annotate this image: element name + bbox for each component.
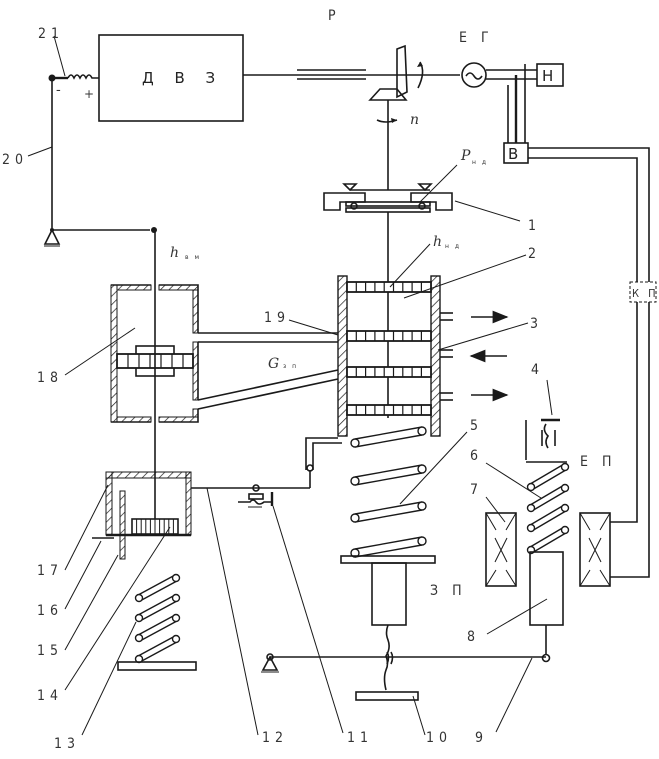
label-P: P (328, 8, 341, 24)
spring-base-13 (117, 661, 197, 671)
svg-text:Н: Н (542, 67, 553, 85)
svg-text:н д: н д (445, 243, 461, 250)
engine-label: Д В З (142, 69, 223, 87)
spring-13 (134, 573, 181, 664)
label-n: n (410, 112, 419, 128)
spring-21: - + (48, 74, 99, 101)
zp-label: З П (430, 583, 467, 599)
valve-sleeve-right (430, 275, 441, 437)
throttle-needle-11 (238, 484, 274, 508)
wire-outer (528, 147, 650, 578)
pivot-support-bottom (261, 653, 279, 673)
ports (440, 310, 509, 402)
callout-1: 1 (528, 218, 541, 234)
spool-land (346, 366, 432, 378)
spring-pusher (371, 562, 407, 626)
callout-18: 18 (37, 370, 63, 386)
label-P-nd: P (460, 148, 471, 164)
callout-lines (27, 35, 553, 736)
plus-sign: + (84, 87, 94, 101)
callout-21: 21 (38, 26, 64, 42)
svg-text:К П: К П (632, 287, 659, 300)
valve-sleeve-left (337, 275, 348, 437)
pivot-support-top (43, 228, 61, 247)
callout-12: 12 (262, 730, 288, 746)
callout-5: 5 (470, 418, 483, 434)
callout-6: 6 (470, 448, 483, 464)
control-lever-10 (355, 691, 419, 701)
wire-inner (528, 157, 638, 523)
callout-16: 16 (37, 603, 63, 619)
joint (151, 227, 157, 233)
callout-8: 8 (467, 629, 480, 645)
label-h-vm: h (170, 245, 179, 261)
callout-3: 3 (530, 316, 543, 332)
svg-text:н д: н д (472, 159, 488, 166)
callout-19: 19 (264, 310, 290, 326)
spool-land (346, 281, 432, 293)
flyweight-head (323, 183, 453, 213)
callout-10: 10 (426, 730, 452, 746)
callout-4: 4 (531, 362, 544, 378)
bevel-gear (368, 44, 424, 101)
block-V: В (503, 142, 529, 164)
callout-17: 17 (37, 563, 63, 579)
engine-block: Д В З (98, 34, 244, 122)
svg-text:з п: з п (283, 363, 298, 370)
coil-left-7 (485, 512, 517, 587)
label-G-zp: G (268, 356, 279, 372)
ep-assembly: Е П (485, 418, 616, 655)
generator: Е Г (459, 30, 494, 88)
spool-lands (346, 281, 432, 416)
cataract-cylinder (92, 471, 192, 560)
block-N: Н (536, 63, 564, 87)
callout-7: 7 (470, 482, 483, 498)
callout-15: 15 (37, 643, 63, 659)
spring-5 (350, 426, 427, 558)
minus-sign: - (56, 82, 61, 98)
ep-label: Е П (580, 454, 616, 470)
spool-land (346, 404, 432, 416)
block-KP: К П (629, 281, 659, 303)
armature-8 (529, 551, 564, 626)
callout-numbers: 21 20 1 2 3 4 5 6 7 8 9 10 11 12 13 14 1… (2, 26, 544, 752)
callout-2: 2 (528, 246, 541, 262)
callout-9: 9 (475, 730, 488, 746)
callout-13: 13 (54, 736, 80, 752)
callout-20: 20 (2, 152, 28, 168)
coil-right-7 (579, 512, 611, 587)
servo-cylinder (110, 284, 199, 423)
svg-text:В: В (508, 145, 518, 163)
label-h-nd: h (433, 234, 442, 250)
spool-land (346, 330, 432, 342)
generator-label: Е Г (459, 30, 494, 46)
callout-11: 11 (347, 730, 373, 746)
svg-text:в м: в м (185, 254, 201, 261)
callout-14: 14 (37, 688, 63, 704)
